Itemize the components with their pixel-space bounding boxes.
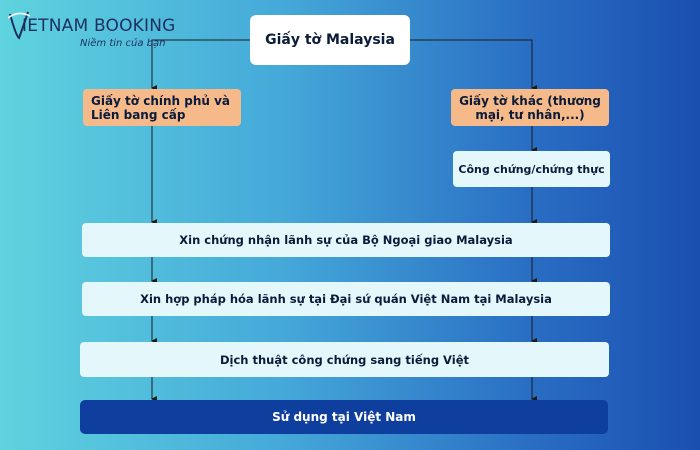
notary-step: Công chứng/chứng thực — [453, 151, 610, 187]
logo-text: IETNAM BOOKING — [22, 16, 176, 36]
final-use-in-vietnam: Sử dụng tại Việt Nam — [80, 400, 608, 434]
step-consular-legalization: Xin hợp pháp hóa lãnh sự tại Đại sứ quán… — [82, 282, 610, 316]
logo-v-mark-icon — [8, 11, 30, 40]
connector-root-right — [410, 39, 537, 91]
step-consular-certification: Xin chứng nhận lãnh sự của Bộ Ngoại giao… — [82, 223, 610, 257]
root-node: Giấy tờ Malaysia — [250, 15, 410, 65]
step-notarized-translation: Dịch thuật công chứng sang tiếng Việt — [80, 342, 609, 377]
branch-other-docs: Giấy tờ khác (thương mại, tư nhân,...) — [451, 89, 609, 126]
logo-tagline: Niềm tin của bạn — [80, 38, 166, 49]
connector-root-left — [151, 39, 250, 91]
branch-government-docs: Giấy tờ chính phủ và Liên bang cấp — [83, 89, 241, 126]
